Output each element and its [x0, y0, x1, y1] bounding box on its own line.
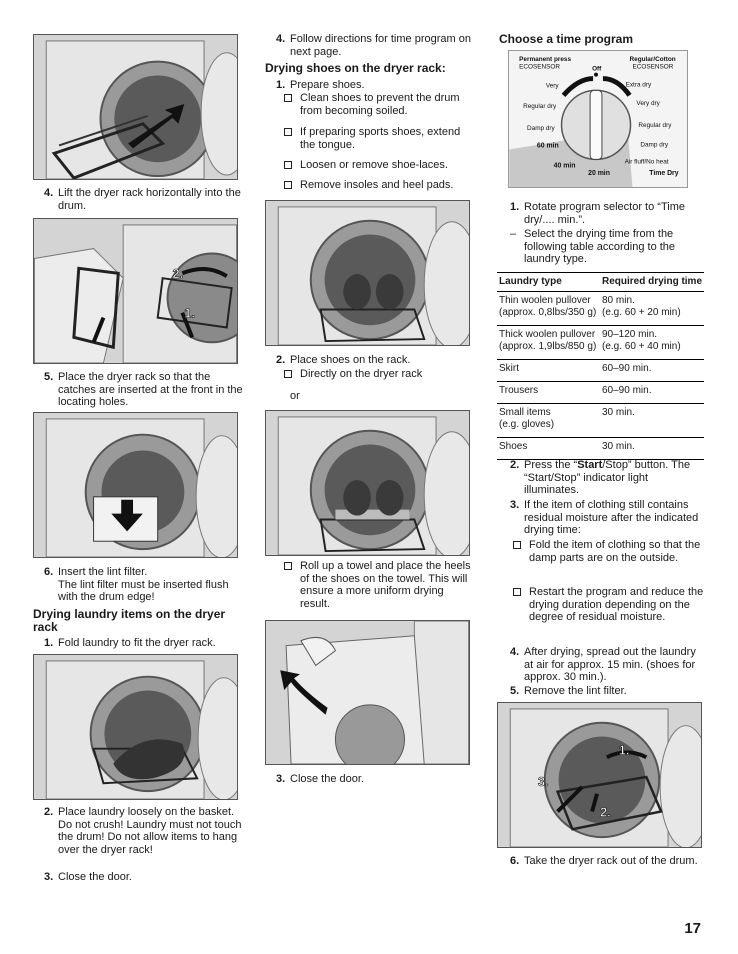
heading-drying-laundry: Drying laundry items on the dryer rack — [33, 607, 226, 634]
checkbox-icon — [284, 370, 292, 378]
checkbox-icon — [284, 161, 292, 169]
figure-program-dial: Permanent press ECOSENSOR Regular/Cotton… — [508, 50, 688, 188]
dryer-illustration — [266, 201, 469, 345]
svg-text:Very dry: Very dry — [636, 100, 660, 107]
svg-text:Damp dry: Damp dry — [640, 142, 669, 149]
figure-label-1: 1. — [184, 306, 195, 321]
figure-label-2: 2. — [172, 266, 183, 281]
checkbox-icon — [284, 562, 292, 570]
figure-laundry-on-rack — [33, 654, 238, 800]
checkbox-icon — [513, 541, 521, 549]
table-header-laundry-type: Laundry type — [497, 272, 600, 292]
table-row: Small items(e.g. gloves) 30 min. — [497, 403, 704, 438]
table-row: Skirt 60–90 min. — [497, 359, 704, 382]
heading-time-program: Choose a time program — [499, 32, 634, 46]
checkbox-icon — [284, 128, 292, 136]
drying-time-table: Laundry type Required drying time Thin w… — [497, 272, 704, 460]
svg-text:Extra dry: Extra dry — [626, 81, 652, 88]
checkbox-icon — [513, 588, 521, 596]
svg-text:Regular dry: Regular dry — [523, 103, 557, 110]
figure-label-3: 3. — [538, 774, 549, 789]
svg-text:Very: Very — [546, 82, 560, 89]
dryer-illustration — [34, 413, 237, 557]
figure-rack-insert — [33, 34, 238, 180]
figure-close-door — [265, 620, 470, 765]
heading-drying-shoes: Drying shoes on the dryer rack: — [265, 61, 446, 75]
table-header-row: Laundry type Required drying time — [497, 272, 704, 292]
dryer-illustration: 1. 3. 2. — [498, 703, 701, 847]
svg-text:ECOSENSOR: ECOSENSOR — [632, 64, 673, 71]
dryer-illustration — [266, 411, 469, 555]
svg-text:Permanent press: Permanent press — [519, 56, 571, 63]
figure-shoes-on-rack — [265, 200, 470, 346]
svg-text:20 min: 20 min — [588, 170, 610, 177]
svg-text:Off: Off — [592, 66, 602, 73]
figure-label-2: 2. — [600, 804, 611, 819]
figure-remove-rack: 1. 3. 2. — [497, 702, 702, 848]
table-row: Shoes 30 min. — [497, 437, 704, 460]
table-row: Thin woolen pullover(approx. 0,8lbs/350 … — [497, 291, 704, 326]
svg-text:Air fluff/No heat: Air fluff/No heat — [625, 158, 669, 165]
svg-text:Damp dry: Damp dry — [527, 125, 556, 132]
dryer-illustration — [266, 621, 469, 764]
svg-text:60 min: 60 min — [537, 143, 559, 150]
page-number: 17 — [684, 920, 701, 937]
figure-rack-catches: 2. 1. — [33, 218, 238, 364]
svg-text:Time Dry: Time Dry — [649, 170, 678, 177]
checkbox-icon — [284, 181, 292, 189]
figure-shoes-on-towel — [265, 410, 470, 556]
figure-label-1: 1. — [619, 742, 630, 757]
or-label: or — [290, 390, 300, 402]
table-header-drying-time: Required drying time — [600, 272, 704, 292]
svg-text:Regular/Cotton: Regular/Cotton — [630, 56, 676, 63]
program-selector-dial: Permanent press ECOSENSOR Regular/Cotton… — [509, 51, 687, 187]
svg-text:Regular dry: Regular dry — [638, 122, 672, 129]
svg-text:40 min: 40 min — [554, 162, 576, 169]
table-row: Thick woolen pullover(approx. 1,9lbs/850… — [497, 325, 704, 360]
figure-lint-filter — [33, 412, 238, 558]
checkbox-icon — [284, 94, 292, 102]
dryer-illustration — [34, 655, 237, 799]
svg-text:ECOSENSOR: ECOSENSOR — [519, 64, 560, 71]
table-row: Trousers 60–90 min. — [497, 381, 704, 404]
dryer-illustration — [34, 35, 237, 179]
dryer-illustration: 2. 1. — [34, 219, 237, 363]
